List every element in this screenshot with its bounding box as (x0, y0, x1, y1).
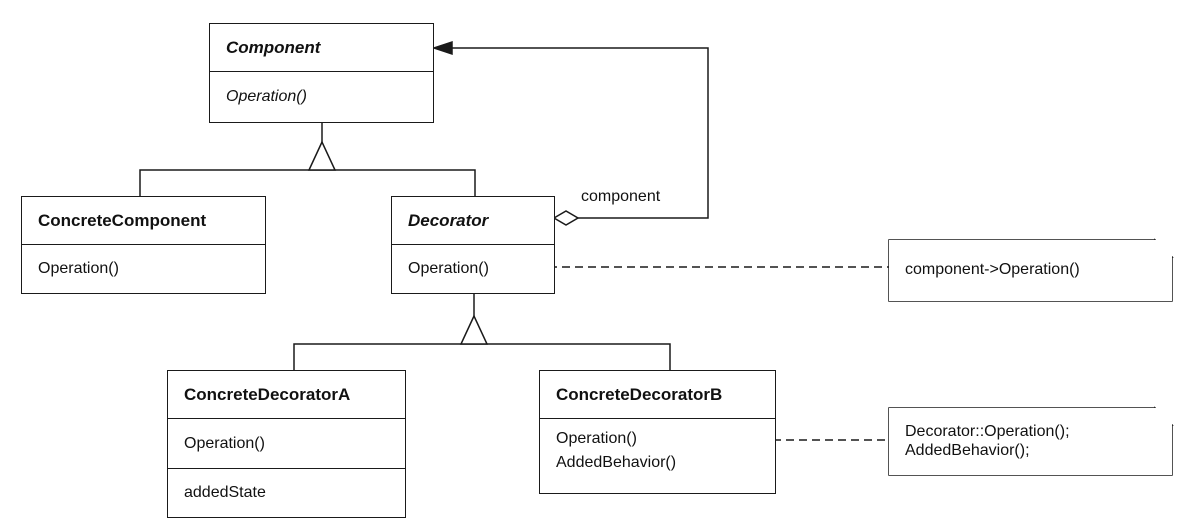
class-component-operations: Operation() (210, 72, 433, 121)
inheritance-arrowhead-decorator (459, 314, 489, 345)
note-decorator-line-1: component->Operation() (905, 261, 1080, 278)
class-concrete-decorator-a-operations: Operation() (168, 419, 405, 469)
inheritance-line-decorator (293, 343, 671, 370)
class-concrete-component-operations: Operation() (22, 245, 265, 292)
class-concrete-component: ConcreteComponent Operation() (21, 196, 266, 294)
class-concrete-decorator-b-operation: Operation() (556, 430, 637, 447)
class-decorator-operations: Operation() (392, 245, 554, 292)
class-concrete-decorator-a: ConcreteDecoratorA Operation() addedStat… (167, 370, 406, 518)
inheritance-arrowhead-component (307, 140, 337, 171)
class-concrete-decorator-a-attributes: addedState (168, 469, 405, 516)
class-concrete-component-header: ConcreteComponent (22, 197, 265, 245)
class-decorator: Decorator Operation() (391, 196, 555, 294)
class-component-operation: Operation() (226, 87, 307, 105)
inheritance-line-component (139, 169, 476, 196)
class-concrete-decorator-a-operation: Operation() (184, 434, 265, 452)
class-component-name: Component (226, 37, 321, 57)
class-concrete-decorator-a-attribute: addedState (184, 483, 266, 501)
class-concrete-decorator-b-name: ConcreteDecoratorB (556, 384, 723, 404)
class-component-header: Component (210, 24, 433, 72)
note-concrete-b-line-1: Decorator::Operation(); (905, 423, 1070, 440)
class-component: Component Operation() (209, 23, 434, 123)
association-role-label: component (581, 188, 661, 205)
note-decorator: component->Operation() (889, 240, 1172, 301)
class-concrete-decorator-b: ConcreteDecoratorB Operation() AddedBeha… (539, 370, 776, 494)
class-concrete-decorator-b-added-behavior: AddedBehavior() (556, 454, 677, 471)
class-concrete-decorator-b-header: ConcreteDecoratorB (540, 371, 775, 419)
note-concrete-b: Decorator::Operation(); AddedBehavior(); (889, 408, 1172, 475)
class-decorator-header: Decorator (392, 197, 554, 245)
class-concrete-decorator-a-name: ConcreteDecoratorA (184, 384, 351, 404)
aggregation-line (446, 47, 709, 219)
class-concrete-component-operation: Operation() (38, 259, 119, 277)
class-concrete-decorator-a-header: ConcreteDecoratorA (168, 371, 405, 419)
class-concrete-component-name: ConcreteComponent (38, 210, 207, 230)
note-concrete-b-line-2: AddedBehavior(); (905, 442, 1030, 459)
class-decorator-name: Decorator (408, 210, 489, 230)
aggregation-diamond (552, 210, 580, 226)
aggregation-arrowhead (431, 40, 453, 56)
class-decorator-operation: Operation() (408, 259, 489, 277)
class-concrete-decorator-b-operations: Operation() AddedBehavior() (540, 419, 775, 492)
